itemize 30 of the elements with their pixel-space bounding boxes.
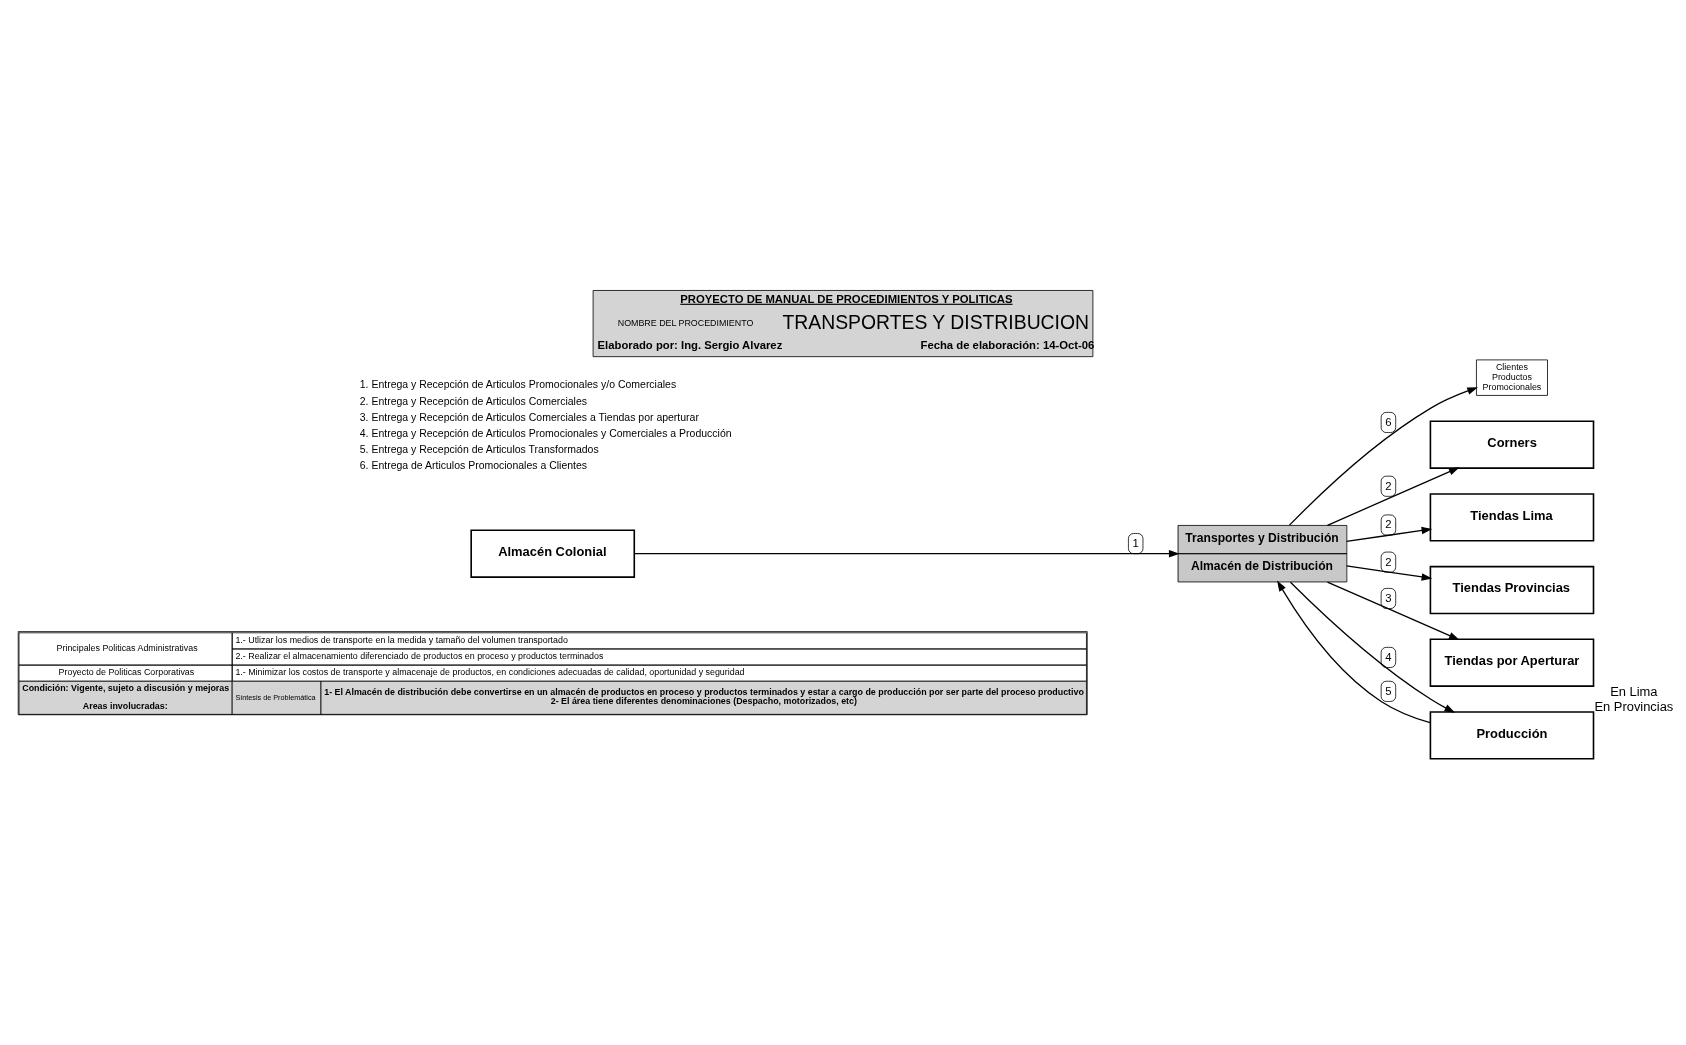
node-label: En Lima <box>1610 683 1658 699</box>
label: 1- El Almacén de distribución debe convertirse en un almacén de productos en proceso y productos terminados y estar a cargo de producción por ser parte del proceso productivo <box>324 686 1084 697</box>
label: Condición: Vigente, sujeto a discusión y mejoras <box>22 682 230 693</box>
edge-label: 2 <box>1385 555 1392 568</box>
node-label: En Provincias <box>1594 698 1674 714</box>
label: 1.- Utlizar los medios de transporte en la medida y tamaño del volumen transportado <box>235 634 568 645</box>
label: 2. Entrega y Recepción de Articulos Comerciales <box>359 395 588 407</box>
label: 1.- Minimizar los costos de transporte y almacenaje de productos, en condiciones adecuadas de calidad, oportunidad y seguridad <box>235 666 745 677</box>
label: 5. Entrega y Recepción de Articulos Transformados <box>359 443 599 455</box>
label: 2.- Realizar el almacenamiento diferenciado de productos en proceso y productos terminados <box>235 650 604 661</box>
label: NOMBRE DEL PROCEDIMIENTO <box>617 317 754 328</box>
label: Principales Politicas Administrativas <box>56 642 198 653</box>
edge-label: 2 <box>1385 517 1392 530</box>
label: 4. Entrega y Recepción de Articulos Promocionales y Comerciales a Producción <box>359 427 732 439</box>
edge-label: 4 <box>1385 650 1392 663</box>
label: 1. Entrega y Recepción de Articulos Promocionales y/o Comerciales <box>359 378 677 390</box>
label: 6. Entrega de Articulos Promocionales a Clientes <box>359 459 588 471</box>
label: Elaborado por: Ing. Sergio Alvarez <box>597 338 783 351</box>
label: Areas involucradas: <box>82 700 168 711</box>
label: Fecha de elaboración: 14-Oct-06 <box>920 338 1095 351</box>
edge-label: 2 <box>1385 479 1392 492</box>
edge-label: 3 <box>1385 591 1392 604</box>
label: 3. Entrega y Recepción de Articulos Comerciales a Tiendas por aperturar <box>359 411 699 423</box>
edge-label: 6 <box>1385 415 1392 428</box>
diagram-title: TRANSPORTES Y DISTRIBUCION <box>782 310 1090 333</box>
edge-label: 5 <box>1385 684 1392 697</box>
label: Proyecto de Politicas Corporativas <box>58 666 195 677</box>
edge-label: 1 <box>1132 536 1139 549</box>
label: Síntesis de Problemática <box>235 692 316 702</box>
label: PROYECTO DE MANUAL DE PROCEDIMIENTOS Y POLITICAS <box>680 292 1013 305</box>
